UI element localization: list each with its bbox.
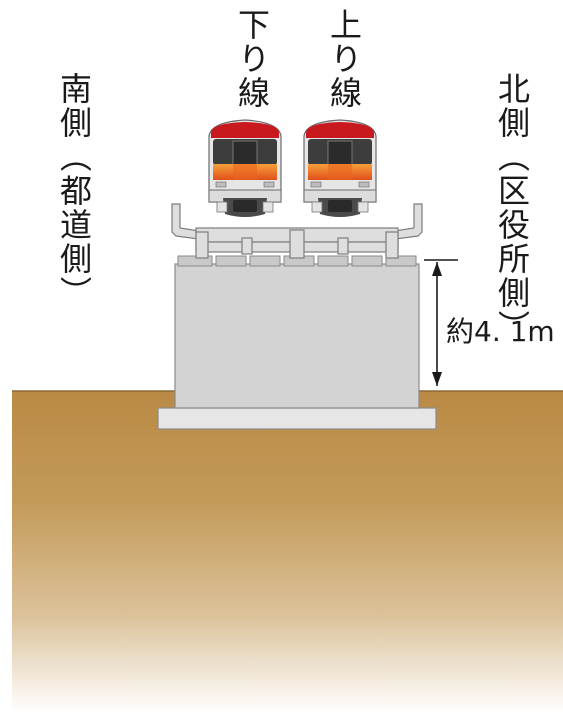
height-dimension [424,259,458,386]
footing [157,407,437,430]
down-line-train [208,119,282,218]
pier [174,263,420,409]
north-side-label: 北側（区役所側） [493,72,531,344]
up-line-train [303,119,377,218]
up-line-label: 上り線 [325,8,363,110]
south-side-label: 南側（都道側） [55,72,93,310]
girder [171,203,423,259]
ground [12,391,563,713]
bearings [177,255,417,267]
height-label: 約4. 1m [446,315,555,348]
down-line-label: 下り線 [233,8,271,110]
